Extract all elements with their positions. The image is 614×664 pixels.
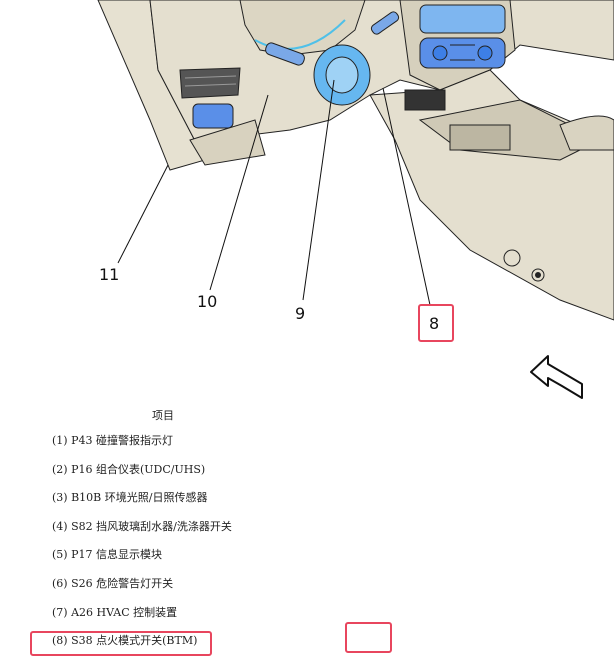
- legend-item-8-highlight: [30, 631, 212, 656]
- legend-item-3: (3) B10B 环境光照/日照传感器: [52, 491, 232, 520]
- legend-item-7: (7) A26 HVAC 控制装置: [52, 606, 232, 635]
- legend-item-5: (5) P17 信息显示模块: [52, 548, 232, 577]
- callout-9: 9: [295, 304, 305, 323]
- left-air-vent: [180, 68, 240, 98]
- empty-highlight-box: [345, 622, 392, 653]
- legend-item-4: (4) S82 挡风玻璃刮水器/洗涤器开关: [52, 520, 232, 549]
- direction-arrow-icon: [531, 356, 582, 398]
- legend-list: (1) P43 碰撞警报指示灯 (2) P16 组合仪表(UDC/UHS) (3…: [52, 434, 232, 663]
- legend-item-6: (6) S26 危险警告灯开关: [52, 577, 232, 606]
- hvac-display: [420, 5, 505, 33]
- callout-11: 11: [99, 265, 119, 284]
- legend-item-1: (1) P43 碰撞警报指示灯: [52, 434, 232, 463]
- dashboard-illustration: [0, 0, 614, 405]
- legend-heading: 项目: [152, 407, 174, 423]
- callout-8: 8: [429, 314, 439, 333]
- callout-10: 10: [197, 292, 217, 311]
- legend-item-2: (2) P16 组合仪表(UDC/UHS): [52, 463, 232, 492]
- headlamp-switch: [193, 104, 233, 128]
